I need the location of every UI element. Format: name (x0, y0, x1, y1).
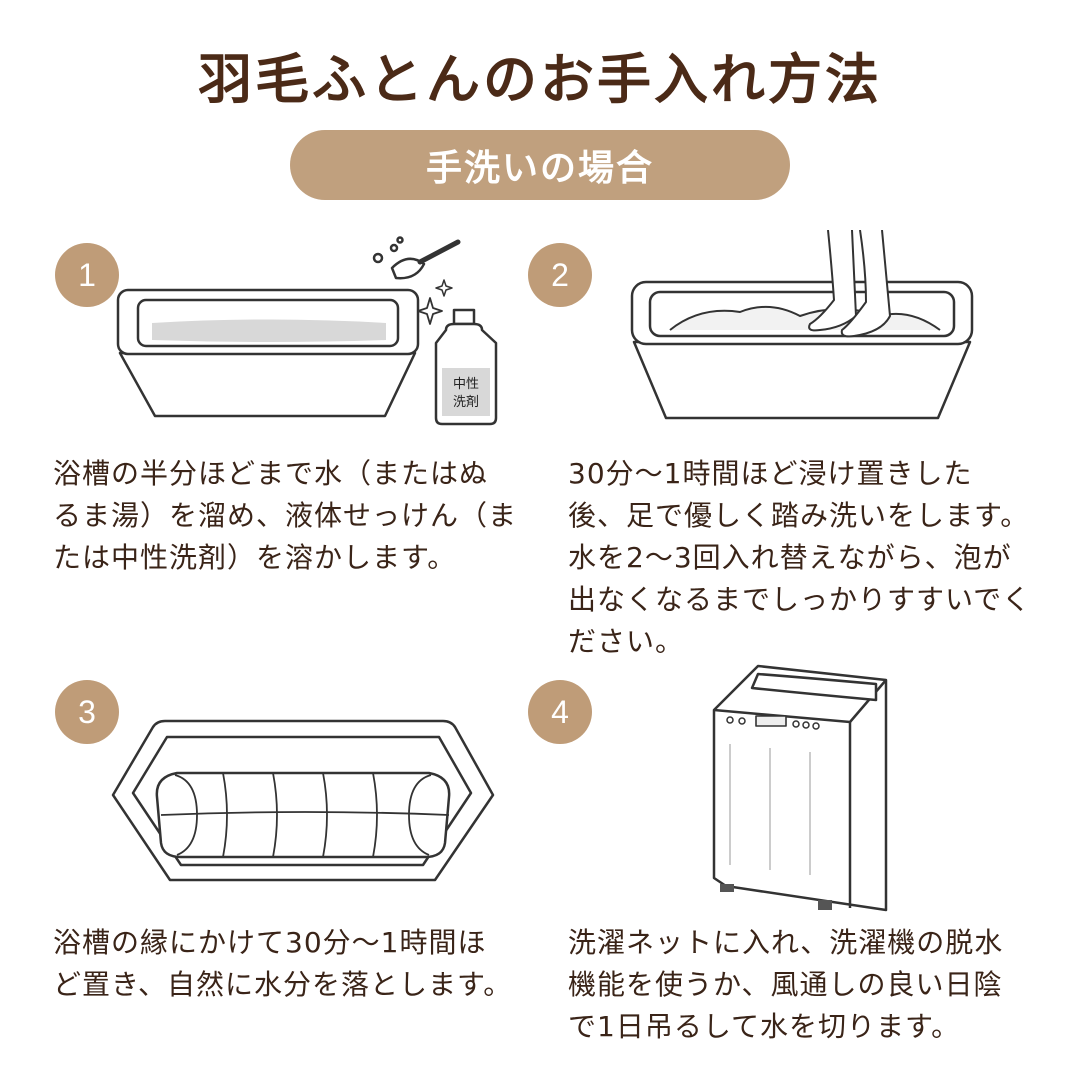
step-4-description: 洗濯ネットに入れ、洗濯機の脱水 機能を使うか、風通しの良い日陰 で1日吊るして水… (568, 926, 1004, 1043)
bottle-label-line1: 中性 (453, 377, 479, 392)
step-number-badge: 1 (55, 243, 119, 307)
page-title: 羽毛ふとんのお手入れ方法 (198, 48, 882, 111)
section-subtitle: 手洗いの場合 (290, 130, 790, 200)
bathtub-detergent-illustration: 中性 洗剤 (116, 236, 498, 426)
washing-machine-illustration (712, 664, 888, 912)
bottle-label-line2: 洗剤 (453, 394, 479, 410)
foot-washing-tub-illustration (630, 230, 974, 420)
step-2-description: 30分〜1時間ほど浸け置きした 後、足で優しく踏み洗いをします。 水を2〜3回入… (568, 457, 1032, 658)
step-3-description: 浴槽の縁にかけて30分〜1時間ほ ど置き、自然に水分を落とします。 (53, 926, 513, 1001)
duvet-draped-over-tub-illustration (111, 719, 495, 882)
step-1-description: 浴槽の半分ほどまで水（またはぬ るま湯）を溜め、液体せっけん（ま たは中性洗剤）… (53, 457, 518, 574)
step-number-badge: 4 (528, 680, 592, 744)
step-number-badge: 2 (528, 243, 592, 307)
step-number-badge: 3 (55, 680, 119, 744)
